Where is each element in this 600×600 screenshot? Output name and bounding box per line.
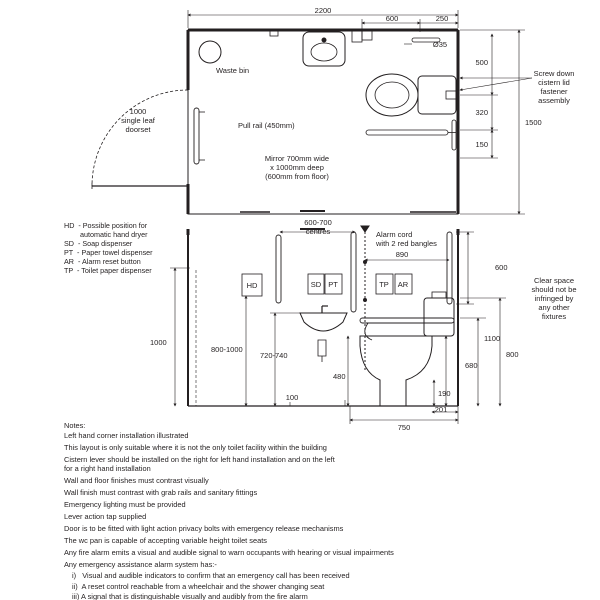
note-line-2: This layout is only suitable where it is… [64,443,327,452]
note-line-13: i) Visual and audible indicators to conf… [72,571,350,580]
elevation-labels: 600-700 centres Alarm cord with 2 red ba… [150,218,577,432]
plan-grab-rail-side [451,119,457,151]
note-line-3: Cistern lever should be installed on the… [64,455,335,464]
vertical-grab-rail-wc [350,231,357,313]
dim-150: 150 [475,140,488,149]
dim-600-elev: 600 [495,263,508,272]
vertical-grab-rail-basin [275,234,282,304]
legend-line-4: PT - Paper towel dispenser [64,248,153,257]
dim-680: 680 [465,361,478,370]
elevation-basin [299,312,348,332]
mirror-label-line-3: (600mm from floor) [265,172,329,181]
clear-space-line-2: should not be [531,285,576,294]
note-line-6: Wall finish must contrast with grab rail… [64,488,257,497]
dim-overall-width: 2200 [315,6,332,15]
elevation-dimensions [170,230,506,424]
box-toilet-paper [375,273,394,295]
screw-label-line-4: assembly [538,96,570,105]
vertical-grab-rail-wall [446,231,453,305]
plan-labels: 2200 600 250 Ø35 500 320 150 1500 Waste … [121,6,574,181]
note-line-11: Any fire alarm emits a visual and audibl… [64,548,394,557]
plan-wc-pan [365,73,419,117]
dim-250: 250 [436,14,449,23]
legend-line-6: TP - Toilet paper dispenser [64,266,152,275]
clear-space-line-1: Clear space [534,276,574,285]
screw-label-line-2: cistern lid [538,78,570,87]
waste-bin [198,40,222,64]
clear-space-line-3: infringed by [535,294,574,303]
dim-1500: 1500 [525,118,542,127]
screw-label-line-3: fastener [540,87,568,96]
pull-rail [193,107,200,165]
waste-bin-label: Waste bin [216,66,249,75]
pull-rail-label: Pull rail (450mm) [238,121,295,130]
legend-line-3: SD - Soap dispenser [64,239,133,248]
box-label-ar: AR [398,280,409,289]
dim-1000-elev: 1000 [150,338,167,347]
box-soap-dispenser [307,273,325,295]
clear-space-line-4: any other [538,303,570,312]
notes-heading: Notes: [64,421,85,430]
door-label-line-1: 1000 [130,107,147,116]
alarm-label-line-1: Alarm cord [376,230,412,239]
box-label-tp: TP [379,280,389,289]
note-line-7: Emergency lighting must be provided [64,500,186,509]
dim-800-1000: 800-1000 [211,345,243,354]
note-line-4: for a right hand installation [64,464,151,473]
box-label-hd: HD [247,281,258,290]
mirror-label-line-2: x 1000mm deep [270,163,324,172]
legend-line-1: HD - Possible position for [64,221,148,230]
box-alarm-reset [394,273,413,295]
dim-201: 201 [435,405,448,414]
dim-750: 750 [398,423,411,432]
note-line-8: Lever action tap supplied [64,512,146,521]
dim-720-740: 720-740 [260,351,288,360]
plan-grab-rail-back [411,37,441,43]
legend: HD - Possible position for automatic han… [64,221,153,275]
centres-label-line-2: centres [306,227,331,236]
screw-label-line-1: Screw down [534,69,575,78]
clear-space-line-5: fixtures [542,312,566,321]
box-hand-dryer [241,273,263,297]
plan-hinged-rail [365,129,449,136]
elevation-view [186,225,460,407]
horizontal-grab-rail [359,317,455,324]
note-line-1: Left hand corner installation illustrate… [64,431,188,440]
door-label-line-2: single leaf [121,116,156,125]
plan-room-outline [187,29,459,215]
legend-line-5: AR - Alarm reset button [64,257,141,266]
note-line-14: ii) A reset control reachable from a whe… [72,582,324,591]
dim-500: 500 [475,58,488,67]
notes: Notes: Left hand corner installation ill… [64,421,394,600]
box-label-pt: PT [328,280,338,289]
door-label-line-3: doorset [125,125,151,134]
note-line-10: The wc pan is capable of accepting varia… [64,536,267,545]
note-line-5: Wall and floor finishes must contrast vi… [64,476,209,485]
dim-diameter-35: Ø35 [433,40,447,49]
dim-800-elev: 800 [506,350,519,359]
box-label-sd: SD [311,280,322,289]
dim-890: 890 [396,250,409,259]
dim-basin-width: 600 [386,14,399,23]
elevation-wc-pan [359,335,433,407]
plan-basin [302,31,346,67]
dim-190: 190 [438,389,451,398]
dim-1100: 1100 [484,334,500,343]
plan-dimensions [187,10,533,215]
door-swing-arc [91,89,189,187]
plan-cistern [417,75,457,115]
mirror-label-line-1: Mirror 700mm wide [265,154,329,163]
alarm-label-line-2: with 2 red bangles [375,239,437,248]
legend-line-2: automatic hand dryer [64,230,148,239]
dim-100: 100 [286,393,299,402]
note-line-9: Door is to be fitted with light action p… [64,524,344,533]
box-paper-towel [324,273,343,295]
dim-480: 480 [333,372,346,381]
centres-label-line-1: 600-700 [304,218,332,227]
note-line-12: Any emergency assistance alarm system ha… [64,560,217,569]
plan-view [91,28,460,215]
dim-320: 320 [475,108,488,117]
note-line-15: iii) A signal that is distinguishable vi… [72,592,308,600]
